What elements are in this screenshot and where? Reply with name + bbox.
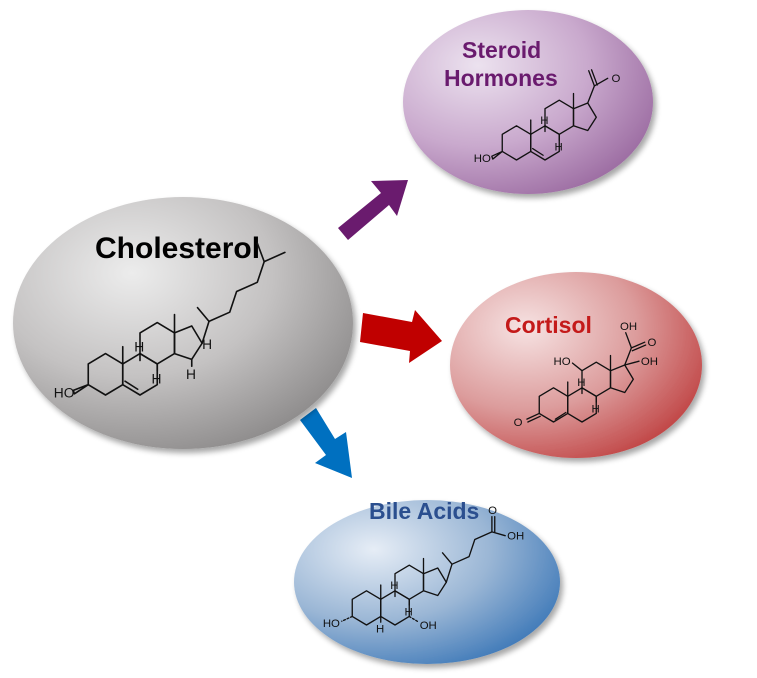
arrow-to-steroid-hormones	[338, 180, 408, 240]
cortisol-o-label-ketone: O	[514, 417, 523, 429]
cortisol-o-label: O	[648, 337, 657, 349]
cholesterol-h-label-3: H	[186, 367, 196, 382]
bile-acids-structure: HO OH O OH H H H	[323, 505, 524, 636]
cholesterol-h-label-1: H	[134, 339, 144, 354]
arrow-to-bile-acids	[300, 408, 352, 478]
cortisol-ho-label: HO	[554, 356, 571, 368]
bile-acids-oh-label-acid: OH	[507, 531, 524, 543]
steroid-hormones-label-line1: Steroid	[462, 37, 541, 63]
cholesterol-h-label-2: H	[152, 372, 162, 387]
cholesterol-label: Cholesterol	[95, 232, 260, 265]
cholesterol-ho-label: HO	[54, 385, 75, 400]
cholesterol-node: Cholesterol HO H H H H	[13, 197, 353, 449]
arrow-to-cortisol	[360, 310, 442, 363]
bile-acids-label: Bile Acids	[369, 498, 479, 524]
steroid-hormones-h-label-2: H	[555, 142, 563, 154]
steroid-hormones-structure: HO O H H	[474, 69, 621, 165]
cortisol-h-label-1: H	[577, 377, 585, 389]
bile-acids-node: Bile Acids HO OH O OH H	[294, 498, 560, 664]
steroid-hormones-node: Steroid Hormones HO O H H	[403, 10, 653, 194]
cholesterol-structure: HO H H H H	[54, 242, 286, 400]
bile-acids-o-label: O	[488, 505, 497, 517]
bile-acids-h-label-3: H	[376, 624, 384, 636]
cortisol-h-label-2: H	[592, 404, 600, 416]
steroid-hormones-h-label-1: H	[540, 115, 548, 127]
cortisol-structure: O HO OH O OH H H	[514, 321, 658, 429]
cholesterol-h-label-4: H	[202, 337, 212, 352]
bile-acids-h-label-1: H	[390, 580, 398, 592]
cortisol-oh-label-17: OH	[641, 356, 658, 368]
bile-acids-h-label-2: H	[405, 607, 413, 619]
steroid-hormones-ho-label: HO	[474, 153, 491, 165]
steroid-hormones-label-line2: Hormones	[444, 65, 558, 91]
bile-acids-oh-label-7: OH	[420, 620, 437, 632]
steroid-hormones-o-label: O	[612, 73, 621, 85]
cortisol-oh-label-top: OH	[620, 321, 637, 333]
bile-acids-ho-label: HO	[323, 618, 340, 630]
cortisol-node: Cortisol O HO OH	[450, 272, 702, 458]
cortisol-label: Cortisol	[505, 312, 592, 338]
